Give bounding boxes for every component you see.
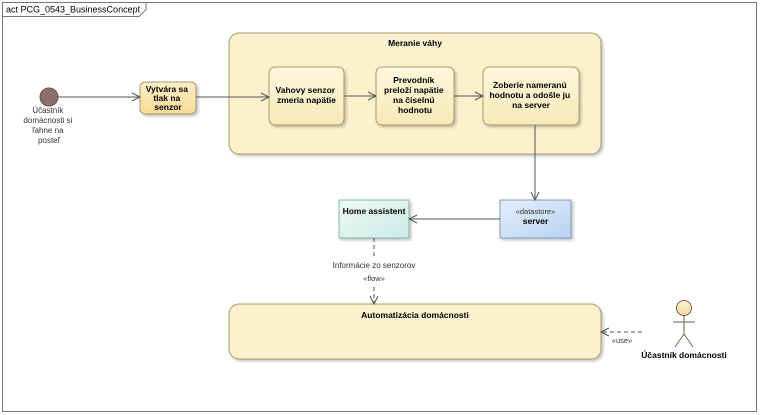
action-send[interactable]: Zoberie nameranú hodnotu a odošle ju na … xyxy=(482,66,580,126)
use-dependency xyxy=(599,327,642,337)
use-stereotype: «use» xyxy=(612,336,632,345)
flow-label: Informácie zo senzorov xyxy=(333,261,416,270)
arrowhead xyxy=(131,92,142,102)
arrowhead xyxy=(260,92,271,102)
flow-stereotype: «flow» xyxy=(363,274,385,283)
action-pressure[interactable]: Vytvára sa tlak na senzor xyxy=(139,81,197,115)
action-sensor[interactable]: Vahovy senzor zmeria napätie xyxy=(268,66,345,126)
server-name: server xyxy=(523,216,549,226)
arrowhead xyxy=(369,295,379,306)
actor-name: Účastník domácnosti xyxy=(641,349,727,360)
actor-figure[interactable] xyxy=(673,300,695,348)
start-node-label: Účastník domácnosti si ľahne na posteľ xyxy=(23,106,74,145)
flow-label-bg xyxy=(330,259,418,285)
action-send-label: Zoberie nameranú hodnotu a odošle ju na … xyxy=(489,80,572,110)
home-assistent-name: Home assistent xyxy=(343,206,406,216)
action-converter[interactable]: Prevodník preloží napätie na číselnú hod… xyxy=(375,66,455,126)
server-datastore[interactable]: «datastore» server xyxy=(499,199,572,239)
frame-title: act PCG_0543_BusinessConcept xyxy=(6,5,141,15)
arrowhead xyxy=(367,91,378,101)
server-stereotype: «datastore» xyxy=(516,207,556,216)
action-pressure-label: Vytvára sa tlak na senzor xyxy=(146,84,191,112)
automation-region-title: Automatizácia domácnosti xyxy=(361,310,469,320)
information-flow xyxy=(369,238,379,306)
arrowhead xyxy=(599,327,610,337)
measurement-region-title: Meranie váhy xyxy=(388,38,442,48)
home-assistent[interactable]: Home assistent xyxy=(338,199,410,239)
control-flows xyxy=(58,91,540,224)
arrowhead xyxy=(474,91,485,101)
start-node[interactable] xyxy=(39,87,59,107)
action-sensor-label: Vahovy senzor zmeria napätie xyxy=(276,85,338,105)
action-converter-label: Prevodník preloží napätie na číselnú hod… xyxy=(384,75,446,115)
arrowhead xyxy=(407,214,418,224)
arrowhead xyxy=(530,191,540,202)
automation-region[interactable]: Automatizácia domácnosti xyxy=(228,303,602,360)
